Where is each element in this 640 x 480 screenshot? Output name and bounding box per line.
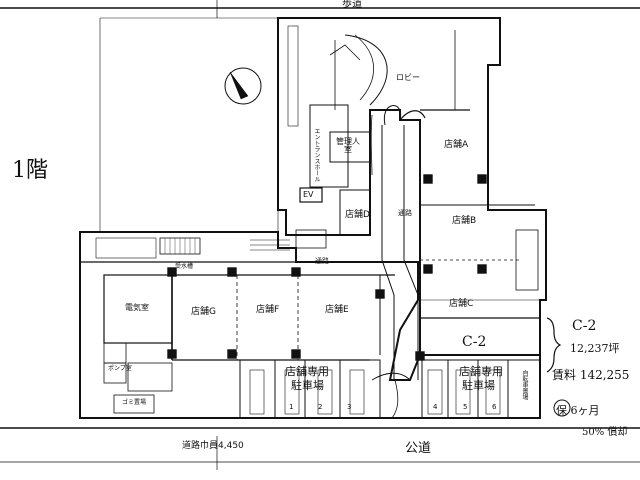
area-note: 12,237坪: [570, 342, 620, 355]
parking-space-2: 2: [318, 403, 323, 411]
pump-room-label: ポンプ室: [108, 365, 132, 372]
shop-a-label: 店舗A: [444, 140, 469, 150]
ev-label: EV: [303, 190, 314, 199]
parking-space-5: 5: [463, 403, 468, 411]
parking-space-3: 3: [347, 403, 352, 411]
parking-space-4: 4: [433, 403, 438, 411]
water-tank-label: 受水槽: [175, 263, 194, 270]
top-road-label: 歩道: [342, 0, 362, 10]
electric-room-label: 電気室: [125, 303, 149, 312]
rent-note: 賃料 142,255: [552, 368, 630, 382]
c2-plan-label: C-2: [462, 334, 487, 350]
road-width-label: 道路巾員4,450: [182, 441, 244, 451]
north-arrow-icon: [224, 67, 262, 105]
c2-bracket-label: C-2: [572, 318, 597, 334]
amort-note: 50% 償却: [582, 427, 628, 438]
parking-space-6: 6: [492, 403, 497, 411]
ev-box: [299, 187, 323, 203]
shop-d-label: 店舗D: [345, 210, 370, 220]
passage-label: 通路: [398, 209, 412, 217]
shop-c-label: 店舗C: [449, 299, 474, 309]
deposit-note: 保 6ヶ月: [556, 404, 600, 417]
shop-b-label: 店舗B: [452, 216, 477, 226]
shop-g-label: 店舗G: [191, 307, 216, 317]
site-boundary: [99, 17, 279, 233]
trash-label: ゴミ置場: [122, 399, 147, 406]
parking-left-title-1: 店舗専用: [285, 365, 329, 378]
shop-f-label: 店舗F: [256, 305, 280, 315]
parking-left-title-2: 駐車場: [291, 379, 324, 392]
bottom-road-label: 公道: [405, 441, 432, 456]
parking-space-1: 1: [289, 403, 294, 411]
parking-right-title-1: 店舗専用: [459, 365, 503, 378]
passage-label-2: 通路: [315, 257, 329, 265]
floor-label: 1階: [12, 158, 48, 183]
lobby-label: ロビー: [396, 73, 420, 82]
entrance-hall-label: エントランスホール: [313, 128, 320, 182]
shop-e-label: 店舗E: [325, 305, 349, 315]
parking-right-title-2: 駐車場: [462, 379, 495, 392]
bike-parking-label: 自転車置場: [521, 370, 528, 400]
manager-room-label: 管理人室: [336, 137, 360, 154]
